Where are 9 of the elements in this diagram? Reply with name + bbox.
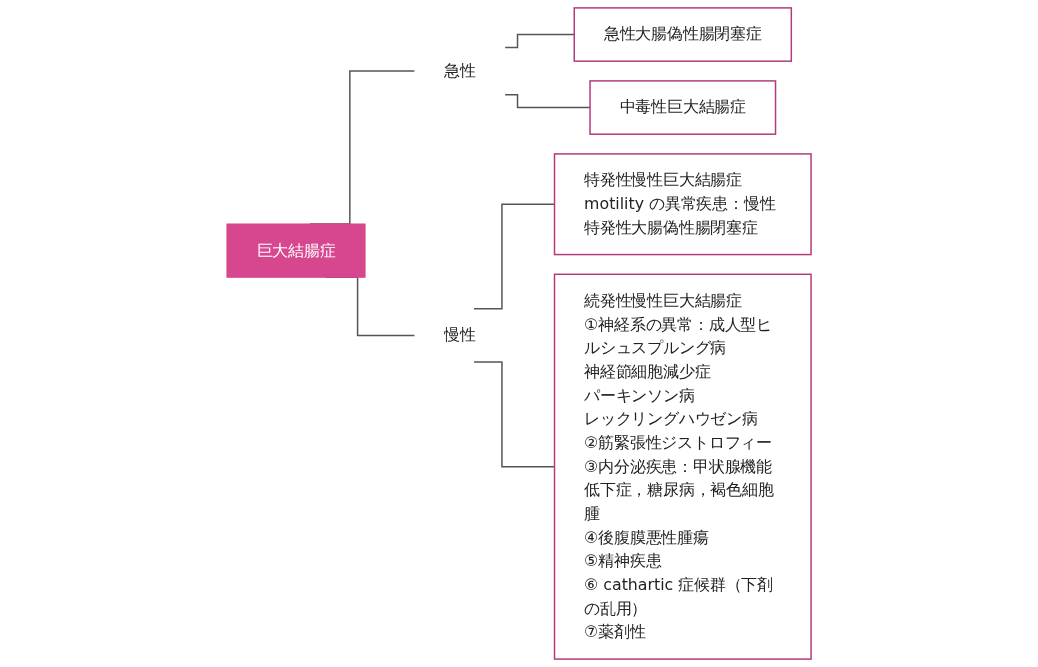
node-box: 巨大結腸症 [226, 223, 366, 278]
connector [504, 93, 591, 109]
node-text: 慢性 [444, 325, 476, 345]
node-text: 急性 [444, 61, 476, 80]
connector [504, 33, 575, 49]
node-box: 中毒性巨大結腸症 [589, 80, 777, 135]
node-box: 続発性慢性巨大結腸症 ①神経系の異常：成人型ヒルシュスプルング病 神経節細胞減少症 パーキンソン病 レックリングハウゼン病 ②筋緊張性ジストロフィー ③内分泌疾患：甲状腺機能低下症，糖尿病，褐色細胞腫 ④後腹膜悪性腫瘍 ⑤精神疾患 ⑥ cathartic 症候群（下剤の乱用） ⑦薬剤性 [553, 273, 812, 660]
node-box: 特発性慢性巨大結腸症 motility の異常疾患：慢性特発性大腸偽性腸閉塞症 [553, 153, 812, 256]
node-box: 急性大腸偽性腸閉塞症 [573, 7, 793, 62]
